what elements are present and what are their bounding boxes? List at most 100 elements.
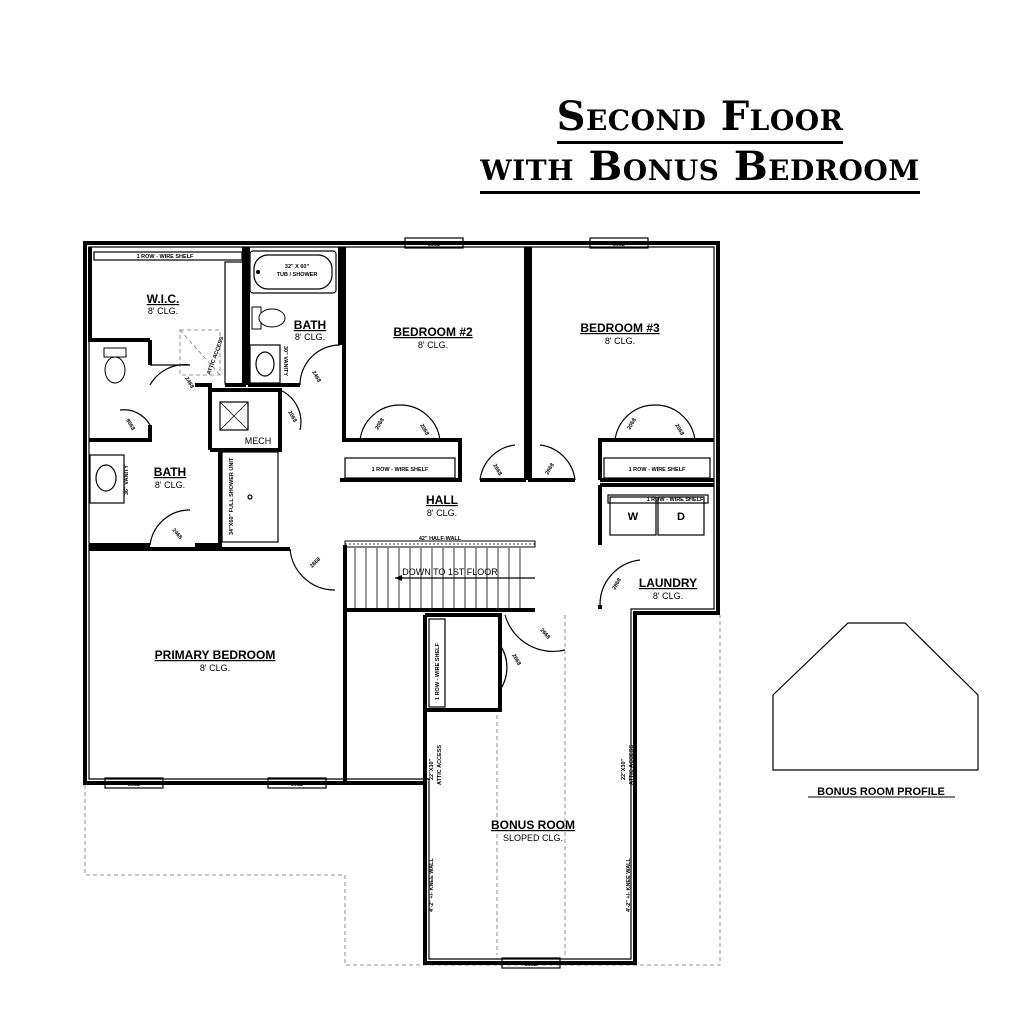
wic-door-swing [149, 364, 191, 386]
bed3-door-swing [539, 444, 576, 481]
first-floor-outline [84, 615, 721, 966]
bed2-closet-label-1: 2068 [375, 417, 386, 431]
bonus-attic-1-size: 22"X30" [429, 758, 435, 780]
primary-door-swing [289, 548, 336, 591]
tub-label: TUB / SHOWER [277, 272, 318, 278]
title-line-2: with Bonus Bedroom [470, 142, 930, 194]
wic-shelf-label: 1 ROW - WIRE SHELF [137, 254, 194, 260]
mech-x2 [219, 401, 249, 431]
bed3-shelf-label: 1 ROW - WIRE SHELF [629, 467, 686, 473]
exterior-wall-inner [88, 246, 715, 960]
bonus-attic-2-label: ATTIC ACCESS [629, 745, 635, 785]
primary-bath-name: BATH [154, 465, 186, 479]
dryer [657, 496, 705, 536]
stair-arrow-head [395, 575, 402, 581]
shower-unit-label: 34"X60" FULL SHOWER UNIT [229, 457, 235, 535]
attic-access-hatch [179, 329, 221, 376]
tub-drain [256, 270, 260, 274]
mech-walls [210, 388, 282, 452]
primary-bedroom-name: PRIMARY BEDROOM [155, 648, 276, 662]
primary-vanity [89, 454, 125, 504]
upper-bath-ceiling: 8' CLG. [295, 332, 325, 342]
mech-label: MECH [245, 436, 272, 446]
wic-door-label: 2468 [183, 376, 194, 390]
laundry-name: LAUNDRY [639, 576, 697, 590]
exterior-wall [83, 241, 720, 965]
bed2-walls [340, 247, 462, 482]
vanity36-label: 36" VANITY [124, 465, 130, 495]
primary-toilet-bowl [104, 356, 126, 384]
hall-ceiling: 8' CLG. [427, 508, 457, 518]
bed2-shelf-label: 1 ROW - WIRE SHELF [372, 467, 429, 473]
bedroom2-ceiling: 8' CLG. [418, 340, 448, 350]
bed2-door-label: 2668 [491, 463, 502, 477]
bonus-closet-door-label: 2668 [510, 653, 521, 667]
upper-sink [255, 351, 275, 377]
vanity30-label: 30" VANITY [282, 346, 288, 376]
bonus-attic-2-size: 22"X30" [621, 758, 627, 780]
bonus-door-label: 2668 [538, 627, 550, 640]
bonus-closet-shelf-label: 1 ROW - WIRE SHELF [435, 643, 441, 700]
bonus-door-swing [504, 614, 566, 653]
bonus-window-label: 3052 [525, 962, 537, 968]
bonus-closet-shelf [428, 618, 446, 708]
primary-window-1 [104, 777, 164, 789]
bonus-attic-1-label: ATTIC ACCESS [437, 745, 443, 785]
bed3-closet-label-2: 2068 [673, 423, 684, 437]
bonus-profile-shape [772, 622, 979, 771]
primary-window-2 [267, 777, 327, 789]
hall-name: HALL [426, 493, 458, 507]
bed3-closet-wall [598, 438, 714, 480]
bath-door-label: 8068 [124, 418, 135, 432]
laundry-shelf-label: 1 ROW - WIRE SHELF [647, 497, 704, 503]
wic-name: W.I.C. [147, 292, 180, 306]
stair-label: DOWN TO 1ST FLOOR [402, 567, 498, 577]
bed2-door-swing [479, 444, 516, 481]
primary-sink [95, 464, 117, 492]
tub-size-label: 32" X 60" [285, 264, 310, 270]
bath-wall-1 [89, 425, 152, 442]
wic-right-shelf [224, 261, 244, 385]
bed3-closet-doors [614, 404, 696, 441]
bed3-closet-shelf [603, 457, 711, 479]
bed3-window-label: 3052 [613, 242, 625, 248]
bath-wall-right [195, 448, 222, 547]
primary-door-label: 2868 [309, 557, 322, 570]
wic-ceiling: 8' CLG. [148, 306, 178, 316]
bonus-window [501, 957, 561, 969]
title-line-1: Second Floor [470, 92, 930, 144]
bonus-knee-wall-right: 4'-2" +/- KNEE WALL [626, 857, 632, 912]
upper-bath-door-label: 2468 [310, 370, 321, 384]
upper-bath-name: BATH [294, 318, 326, 332]
half-wall-label: 42" HALF-WALL [419, 536, 462, 542]
primary-toilet-tank [103, 347, 127, 358]
bedroom3-ceiling: 8' CLG. [605, 336, 635, 346]
bonus-room-name: BONUS ROOM [491, 818, 575, 832]
bed3-window [589, 237, 649, 249]
bonus-knee-wall-left: 4'-2" +/- KNEE WALL [429, 857, 435, 912]
primary-bath-door-label: 2468 [170, 527, 182, 540]
attic-diag [179, 329, 221, 376]
shower-drain [247, 494, 253, 500]
primary-bath-ceiling: 8' CLG. [155, 480, 185, 490]
bedroom3-name: BEDROOM #3 [580, 321, 660, 335]
bed3-closet-label-1: 2068 [627, 417, 638, 431]
plan-title: Second Floor with Bonus Bedroom [470, 92, 930, 194]
primary-window-1-label: 3052 [128, 782, 140, 788]
mech-door-label: 2068 [286, 410, 297, 424]
bed2-closet-shelf [344, 457, 456, 479]
laundry-ceiling: 8' CLG. [653, 591, 683, 601]
bonus-profile-label: BONUS ROOM PROFILE [817, 786, 945, 798]
washer-label: W [628, 511, 639, 523]
bath-upper-jamb [195, 383, 212, 450]
laundry-door-swing [599, 559, 641, 606]
bed3-door-label: 2668 [545, 462, 556, 476]
attic-access-label: ATTIC ACCESS [206, 336, 225, 376]
bonus-room-ceiling: SLOPED CLG. [503, 833, 563, 843]
bed2-window [404, 237, 464, 249]
bedroom2-name: BEDROOM #2 [393, 325, 473, 339]
primary-bath-door-swing [149, 509, 191, 546]
upper-toilet-bowl [258, 308, 286, 328]
bath-door-swing [119, 409, 151, 426]
